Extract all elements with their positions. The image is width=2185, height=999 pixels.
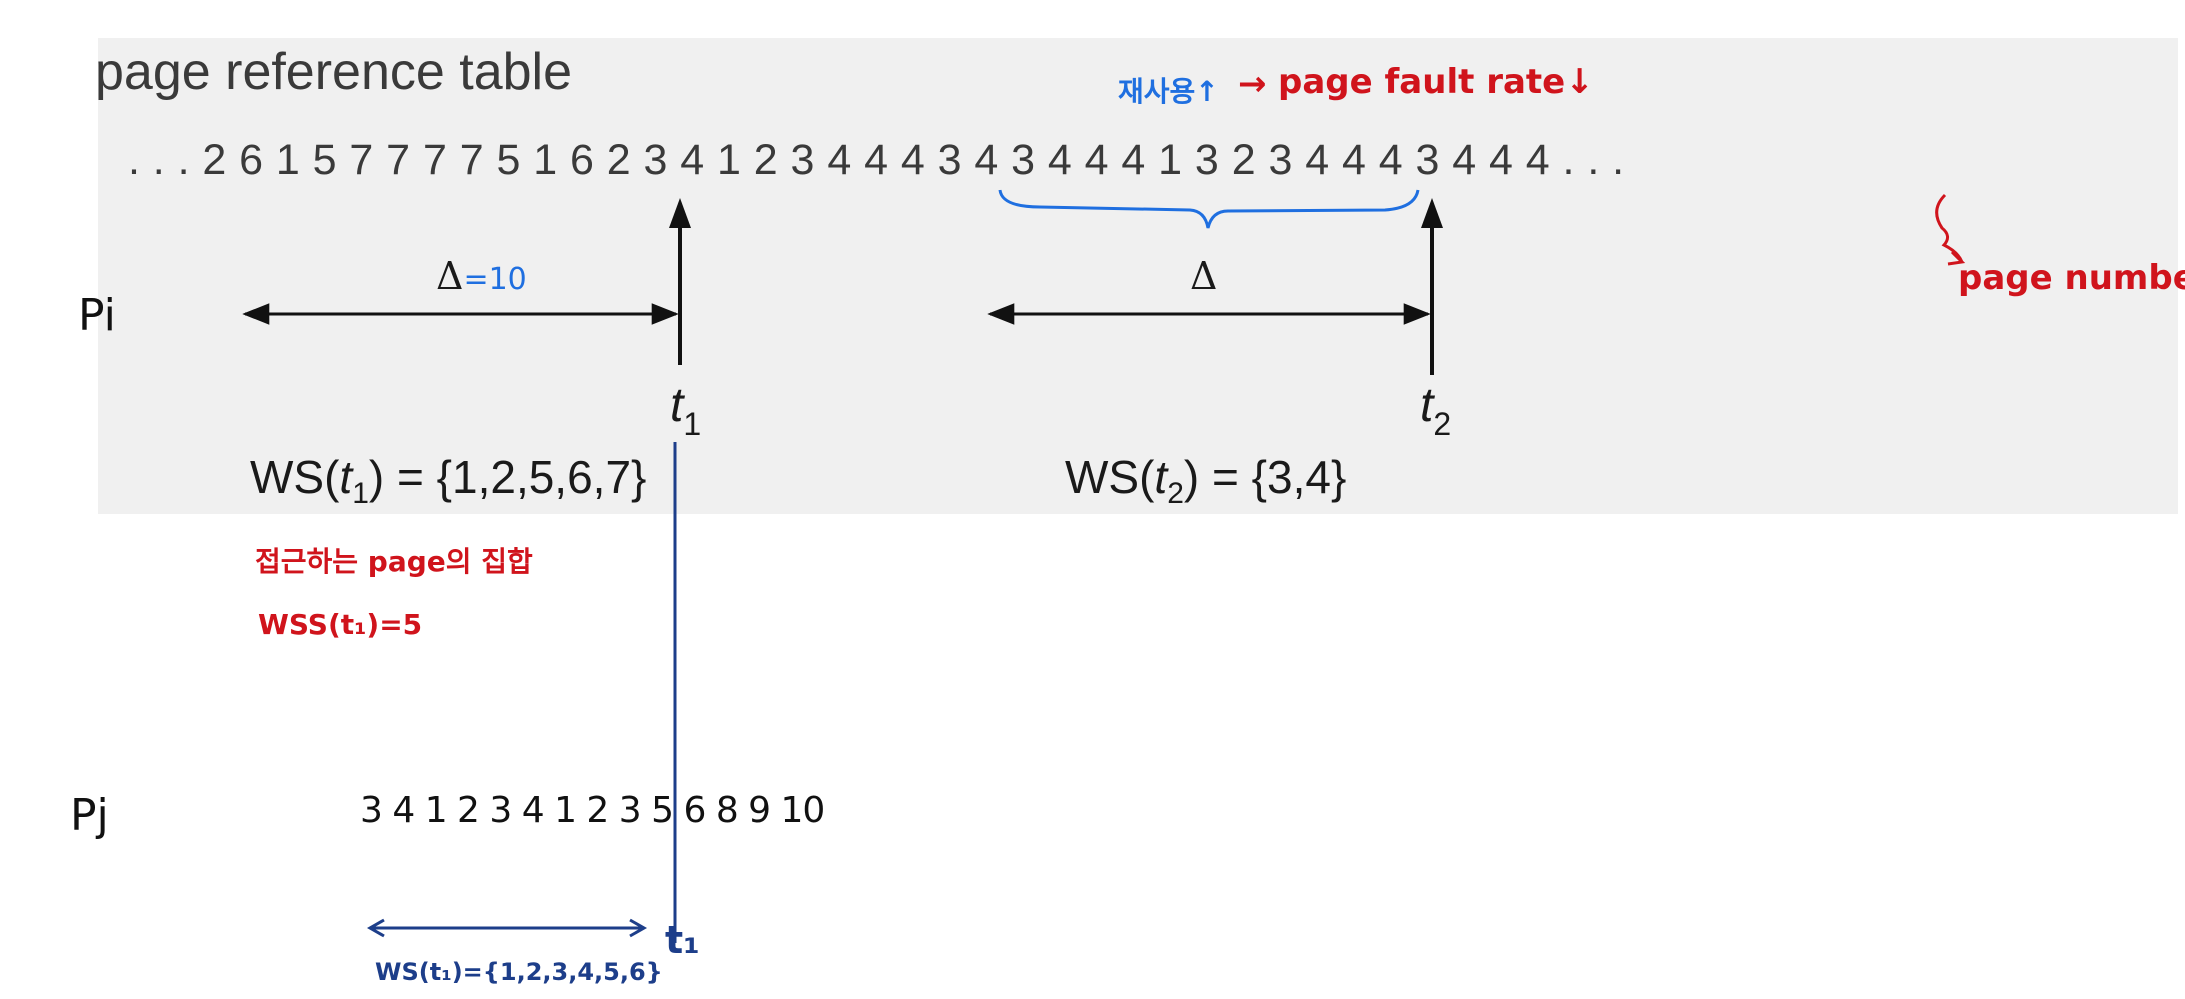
pj-ws-note: WS(t₁)={1,2,3,4,5,6} [375, 958, 663, 986]
figure-panel [98, 38, 2178, 514]
reference-string: . . . 2 6 1 5 7 7 7 7 5 1 6 2 3 4 1 2 3 … [128, 136, 1625, 184]
ws-set-note: 접근하는 page의 집합 [255, 545, 533, 578]
fault-rate-note: page fault rate↓ [1278, 62, 1594, 102]
ws-t2: WS(t2) = {3,4} [1065, 451, 1347, 510]
pj-label: Pj [70, 790, 109, 841]
ws-t1: WS(t1) = {1,2,5,6,7} [250, 451, 647, 510]
t1-label: t1 [670, 379, 702, 442]
figure-title: page reference table [95, 43, 573, 101]
t2-arrowhead [1421, 198, 1443, 228]
reuse-note: 재사용↑ [1118, 75, 1219, 108]
delta-label-1: Δ=10 [436, 254, 527, 298]
t1-arrowhead [669, 198, 691, 228]
pi-label: Pi [78, 290, 116, 341]
fault-arrow: → [1238, 64, 1267, 104]
window-brace [998, 189, 1420, 229]
wss-note: WSS(t₁)=5 [258, 608, 423, 641]
page-number-pointer [1935, 193, 1966, 266]
t2-label: t2 [1420, 379, 1452, 442]
page-number-note: page number [1958, 258, 2185, 298]
pj-reference-string: 3 4 1 2 3 4 1 2 3 5 6 8 9 10 [360, 790, 825, 831]
pj-t1-label: t₁ [665, 918, 700, 962]
delta-equals-ten: =10 [463, 262, 527, 297]
delta-label-2: Δ [1190, 254, 1218, 298]
